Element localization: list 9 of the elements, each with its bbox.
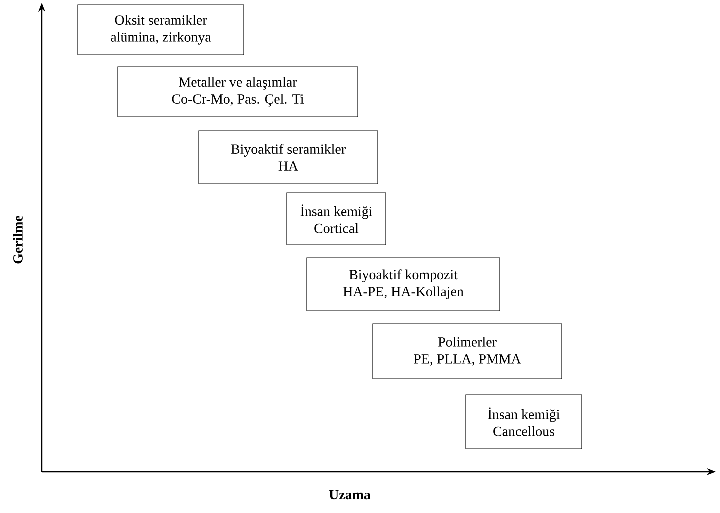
material-box: İnsan kemiği Cortical: [286, 192, 386, 246]
material-box: Biyoaktif kompozit HA-PE, HA-Kollajen: [306, 258, 500, 312]
axis-label: Gerilme: [13, 216, 23, 264]
material-box: Biyoaktif seramikler HA: [198, 130, 378, 184]
material-box: Metaller ve alaşımlar Co-Cr-Mo, Pas. Çel. Ti: [118, 66, 358, 118]
axis-label: Uzama: [329, 490, 371, 500]
material-box: Oksit seramikler alümina, zirkonya: [78, 4, 244, 56]
material-box: Polimerler PE, PLLA, PMMA: [372, 324, 562, 380]
material-box: İnsan kemiği Cancellous: [466, 394, 582, 450]
